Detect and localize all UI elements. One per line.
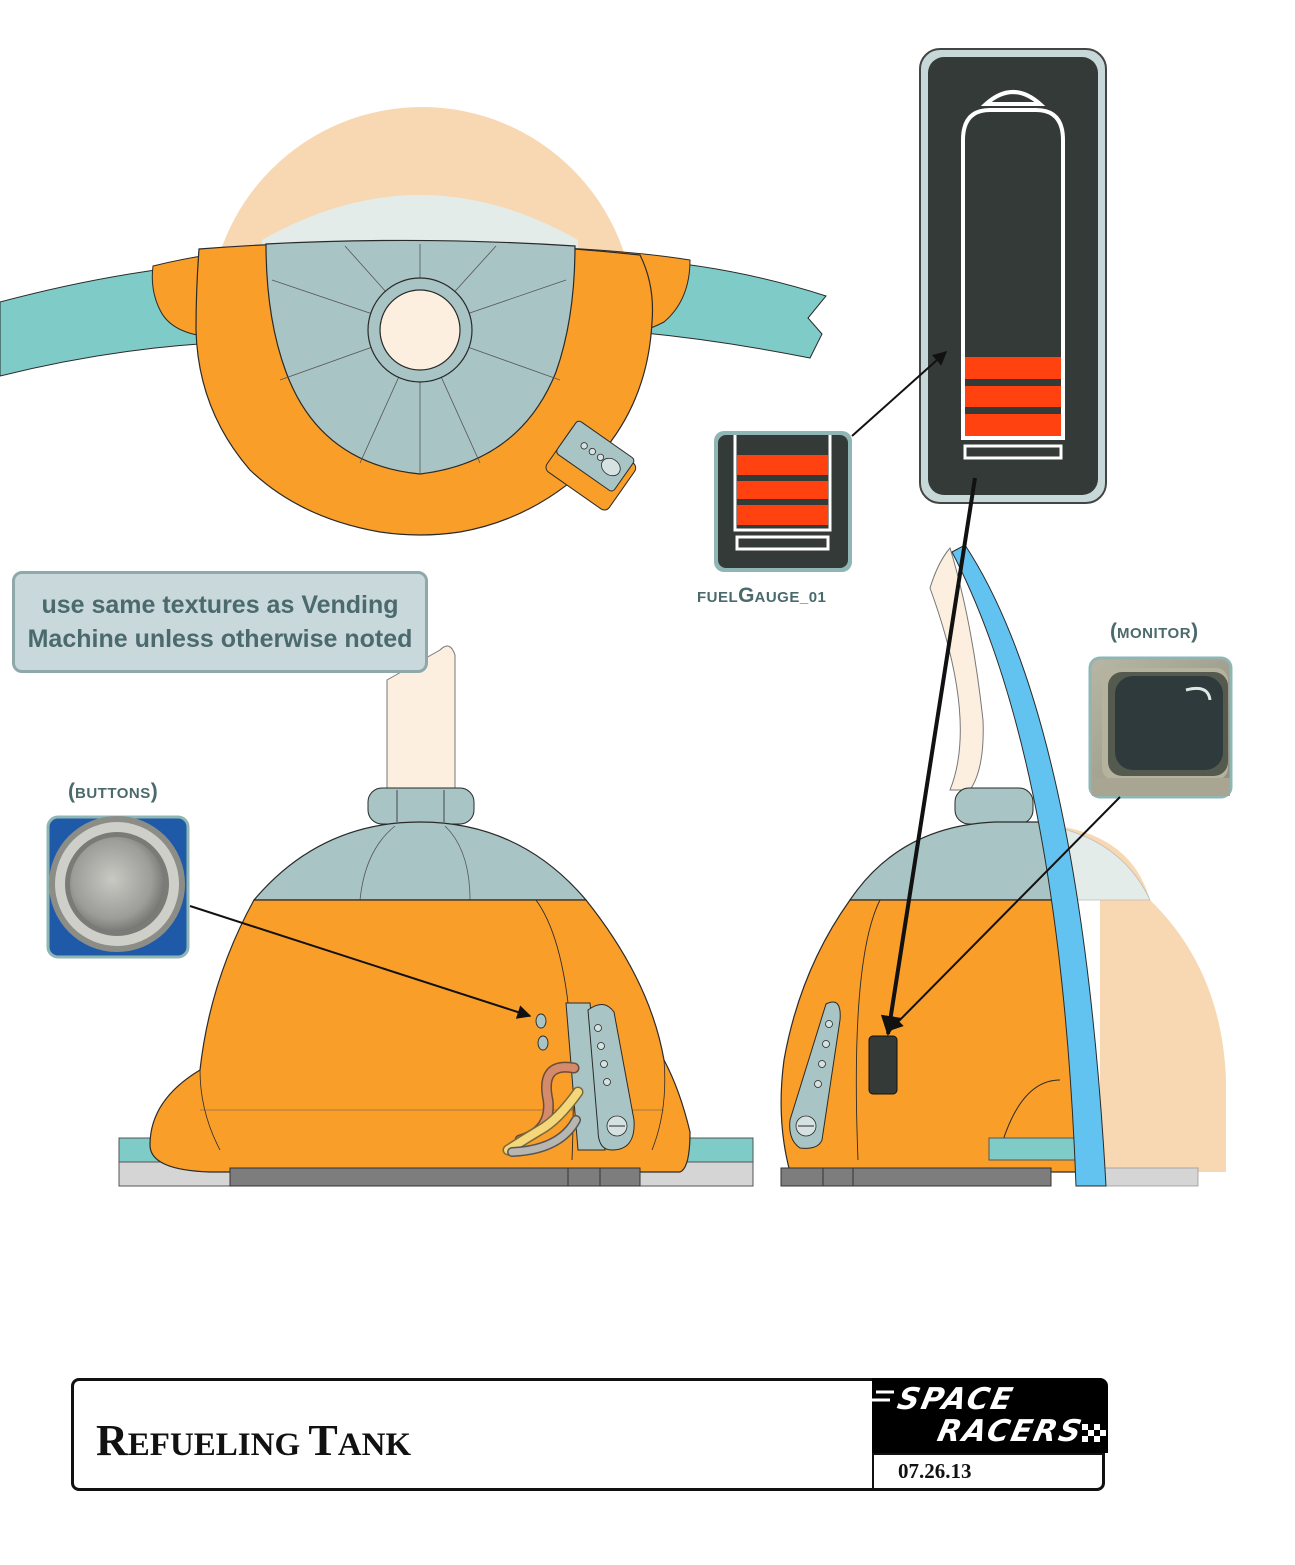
front-view-nozzle [386, 645, 456, 796]
side-view-tank [780, 544, 1226, 1187]
monitor-label-close: ) [1191, 620, 1199, 643]
side-view-nozzle [929, 546, 984, 791]
side-view-skid [780, 1167, 1052, 1187]
date-cell: 07.26.13 [872, 1453, 1105, 1491]
fuel-gauge-base [963, 444, 1063, 460]
side-view-body [780, 899, 1081, 1173]
monitor-reference-image [1088, 656, 1233, 799]
leader-lines [189, 351, 1121, 1036]
title-block: Refueling Tank SPACE RACERS 07.26.13 [71, 1378, 1108, 1491]
fuel-gauge-label-part3: auge_01 [754, 589, 827, 606]
buttons-label-close: ) [150, 780, 158, 803]
top-view-hub-center [379, 289, 461, 371]
fuel-gauge-label-part2: G [738, 584, 755, 607]
fuel-gauge-label-part1: fuel [697, 589, 739, 606]
leader-buttons [189, 905, 532, 1019]
fuel-gauge-level-3 [965, 414, 1061, 436]
side-view-blue-pipe [951, 544, 1107, 1187]
side-view-back-peach [1040, 824, 1226, 1172]
buttons-label-open: ( [68, 780, 75, 803]
date-text: 07.26.13 [898, 1459, 972, 1483]
page-title: Refueling Tank [96, 1415, 411, 1466]
texture-note: use same textures as Vending Machine unl… [12, 571, 428, 673]
side-view-neck [954, 787, 1034, 825]
side-view-dome [848, 821, 1061, 901]
fuel-gauge-thumbnail [714, 431, 852, 572]
front-view-panel-inner [587, 1004, 635, 1151]
logo-speed-lines [872, 1390, 1106, 1442]
space-racers-logo: SPACE RACERS [872, 1378, 1108, 1453]
fuel-gauge-label: fuelGauge_01 [697, 584, 826, 608]
front-view-tank [118, 645, 754, 1187]
monitor-label: (monitor) [1110, 620, 1198, 644]
monitor-label-open: ( [1110, 620, 1117, 643]
texture-note-line-2: Machine unless otherwise noted [27, 625, 413, 653]
side-view-monitor [868, 1035, 898, 1095]
front-view-skid [229, 1167, 641, 1187]
front-view-button-2 [537, 1035, 549, 1051]
side-view-teal-step [988, 1137, 1078, 1161]
front-view-button-1 [535, 1013, 547, 1029]
title-cap-1: R [96, 1416, 128, 1465]
leader-gauge-to-monitor [880, 477, 977, 1036]
title-rest-1: efueling [127, 1427, 309, 1463]
title-cap-2: T [308, 1416, 338, 1465]
front-view-hoses [502, 1061, 584, 1157]
leader-fuel-thumb-to-gauge [851, 351, 948, 437]
buttons-label-text: buttons [75, 785, 151, 802]
side-view-back-base [1091, 1167, 1199, 1187]
texture-note-line-1: use same textures as Vending [41, 591, 399, 619]
fuel-gauge-cap [980, 90, 1046, 106]
fuel-gauge-large [919, 48, 1107, 504]
buttons-label: (buttons) [68, 780, 158, 804]
leader-monitor [889, 796, 1121, 1031]
front-view-body [149, 899, 691, 1173]
front-view-neck [367, 787, 475, 825]
buttons-reference-image [46, 815, 190, 959]
fuel-gauge-cell-outline [961, 108, 1065, 440]
top-view-tank [0, 107, 827, 536]
fuel-gauge-screen [928, 57, 1098, 495]
top-view-control-panel [545, 420, 637, 511]
title-rest-2: ank [337, 1427, 412, 1463]
front-view-dome [252, 821, 588, 901]
side-view-panel [789, 1001, 841, 1149]
fuel-gauge-level-2 [965, 386, 1061, 407]
fuel-gauge-level-1 [965, 357, 1061, 379]
monitor-label-text: monitor [1117, 625, 1192, 642]
side-view-wheel-arch [999, 1079, 1061, 1151]
